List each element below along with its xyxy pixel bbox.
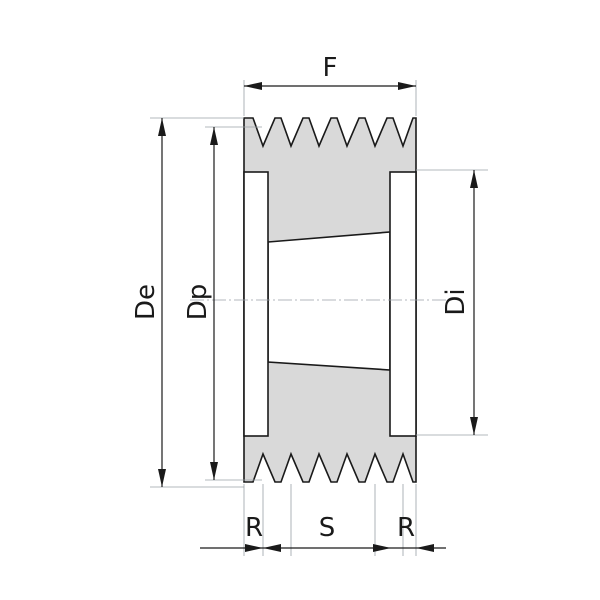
label-de: De bbox=[131, 284, 161, 320]
arrow-di-top bbox=[470, 170, 478, 188]
arrow-dp-top bbox=[210, 127, 218, 145]
arrow-s-left bbox=[263, 544, 281, 552]
arrow-s-right bbox=[373, 544, 391, 552]
label-dp: Dp bbox=[183, 284, 213, 321]
arrow-r-left bbox=[245, 544, 263, 552]
label-f: F bbox=[323, 53, 338, 83]
label-r-right: R bbox=[397, 513, 415, 543]
label-r-left: R bbox=[245, 513, 263, 543]
arrow-r-right bbox=[416, 544, 434, 552]
arrow-dp-bottom bbox=[210, 462, 218, 480]
label-di: Di bbox=[441, 288, 471, 315]
left-hub-recess bbox=[243, 171, 269, 437]
arrow-di-bottom bbox=[470, 417, 478, 435]
right-hub-recess bbox=[389, 171, 417, 437]
arrow-f-left bbox=[244, 82, 262, 90]
label-s: S bbox=[319, 513, 336, 543]
arrow-de-top bbox=[158, 118, 166, 136]
tapered-bore bbox=[267, 231, 391, 371]
arrow-f-right bbox=[398, 82, 416, 90]
arrow-de-bottom bbox=[158, 469, 166, 487]
